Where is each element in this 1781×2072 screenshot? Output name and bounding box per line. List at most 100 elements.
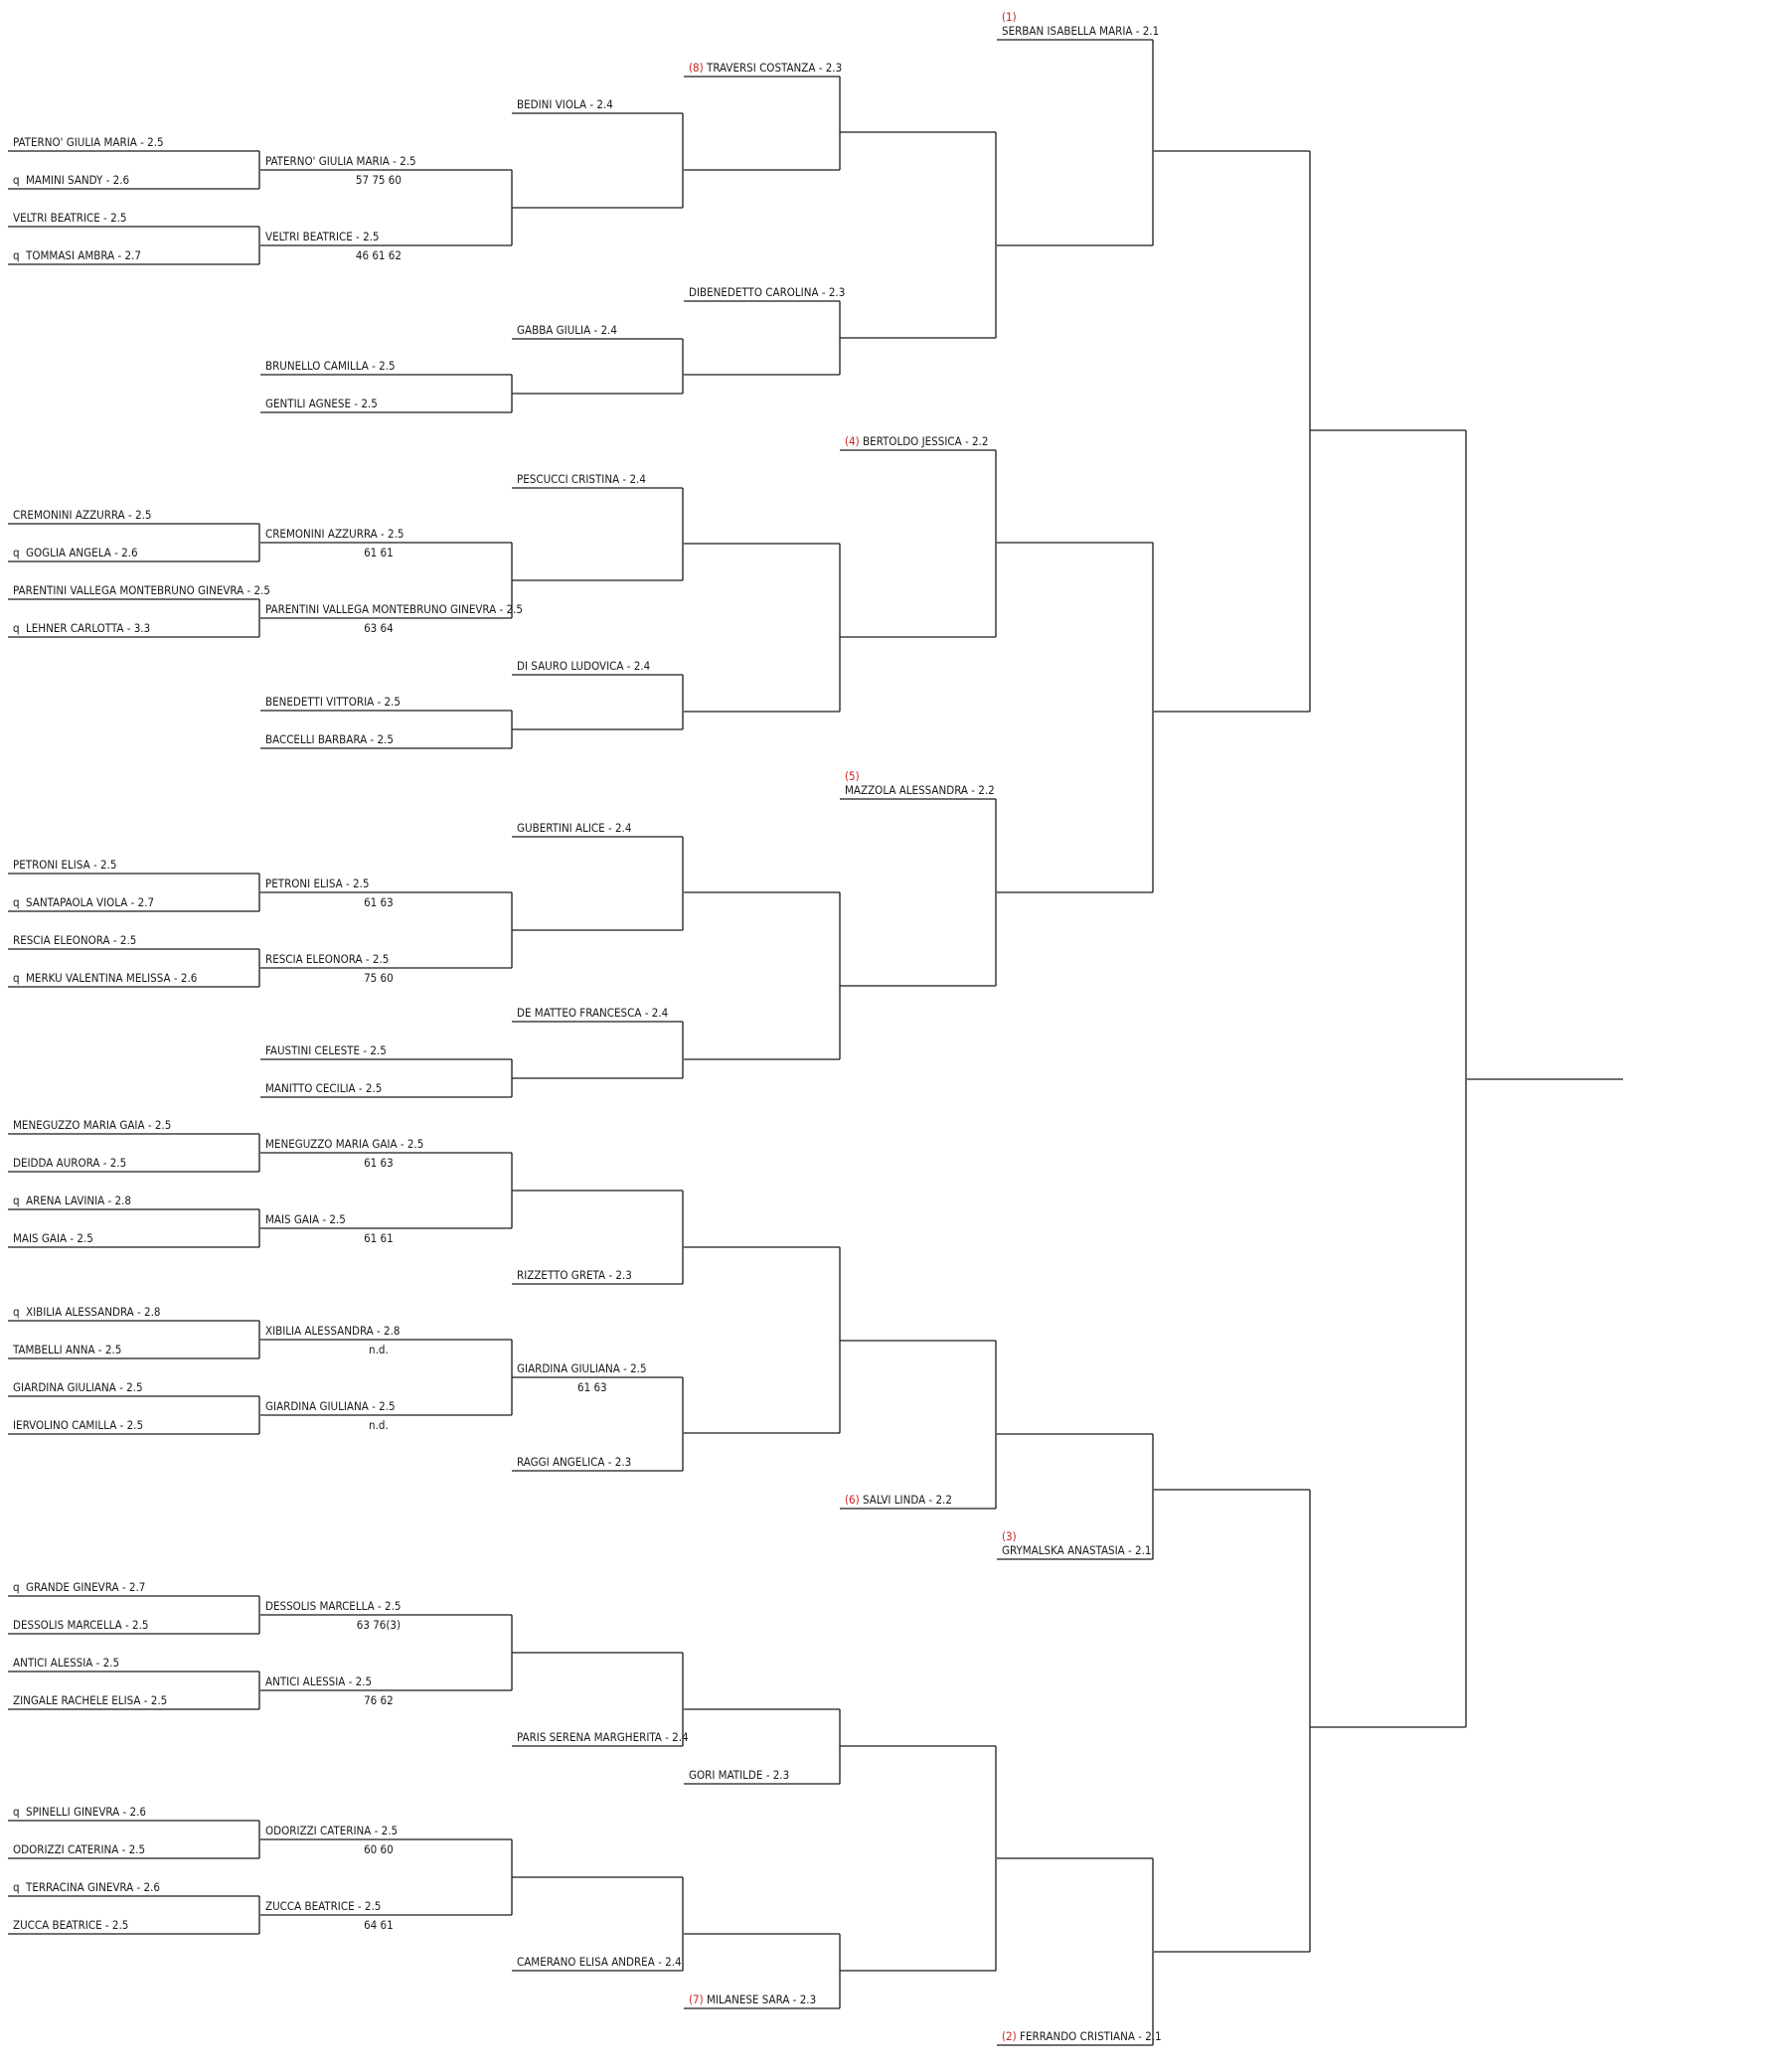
qualifier-mark: q: [13, 546, 20, 559]
player-name: MERKU VALENTINA MELISSA - 2.6: [26, 971, 197, 985]
player-name: SPINELLI GINEVRA - 2.6: [26, 1805, 146, 1819]
player-name: ODORIZZI CATERINA - 2.5: [265, 1824, 398, 1837]
player-name: TOMMASI AMBRA - 2.7: [25, 248, 141, 262]
qualifier-mark: q: [13, 248, 20, 262]
player-name: ODORIZZI CATERINA - 2.5: [13, 1842, 145, 1856]
seed-label: (4): [845, 434, 860, 448]
player-name: GORI MATILDE - 2.3: [689, 1768, 789, 1782]
player-name: BRUNELLO CAMILLA - 2.5: [265, 359, 396, 373]
player-name: VELTRI BEATRICE - 2.5: [265, 230, 380, 243]
player-name: BERTOLDO JESSICA - 2.2: [863, 434, 988, 448]
player-name: TAMBELLI ANNA - 2.5: [12, 1343, 121, 1356]
player-name: MAIS GAIA - 2.5: [13, 1231, 93, 1245]
qualifier-mark: q: [13, 1194, 20, 1207]
player-name: PESCUCCI CRISTINA - 2.4: [517, 472, 646, 486]
player-name: BEDINI VIOLA - 2.4: [517, 97, 613, 111]
player-name: MANITTO CECILIA - 2.5: [265, 1081, 382, 1095]
player-name: DIBENEDETTO CAROLINA - 2.3: [689, 285, 845, 299]
player-name: SANTAPAOLA VIOLA - 2.7: [26, 895, 154, 909]
player-name: DI SAURO LUDOVICA - 2.4: [517, 659, 650, 673]
match-score: 63 64: [364, 621, 394, 635]
player-name: XIBILIA ALESSANDRA - 2.8: [26, 1305, 161, 1319]
player-name: PATERNO' GIULIA MARIA - 2.5: [265, 154, 416, 168]
player-name: FAUSTINI CELESTE - 2.5: [265, 1043, 387, 1057]
player-name: GUBERTINI ALICE - 2.4: [517, 821, 631, 835]
player-name: DE MATTEO FRANCESCA - 2.4: [517, 1006, 668, 1020]
player-name: BENEDETTI VITTORIA - 2.5: [265, 695, 401, 709]
match-score: 76 62: [364, 1693, 394, 1707]
player-name: GRYMALSKA ANASTASIA - 2.1: [1002, 1543, 1151, 1557]
player-name: MENEGUZZO MARIA GAIA - 2.5: [13, 1118, 171, 1132]
player-name: ANTICI ALESSIA - 2.5: [13, 1656, 119, 1670]
player-name: PARENTINI VALLEGA MONTEBRUNO GINEVRA - 2…: [265, 602, 523, 616]
match-score: 57 75 60: [356, 173, 402, 187]
seed-label: (6): [845, 1493, 860, 1507]
qualifier-mark: q: [13, 173, 20, 187]
qualifier-mark: q: [13, 1805, 20, 1819]
match-score: 63 76(3): [357, 1618, 401, 1632]
match-score: 60 60: [364, 1842, 394, 1856]
player-name: LEHNER CARLOTTA - 3.3: [26, 621, 150, 635]
player-name: PETRONI ELISA - 2.5: [13, 858, 116, 872]
player-name: GIARDINA GIULIANA - 2.5: [13, 1380, 143, 1394]
seed-label: (2): [1002, 2029, 1017, 2043]
qualifier-mark: q: [13, 1580, 20, 1594]
player-name: SERBAN ISABELLA MARIA - 2.1: [1002, 24, 1159, 38]
match-score: n.d.: [369, 1343, 389, 1356]
qualifier-mark: q: [13, 1880, 20, 1894]
player-name: DESSOLIS MARCELLA - 2.5: [13, 1618, 148, 1632]
match-score: 61 61: [364, 1231, 394, 1245]
player-name: ARENA LAVINIA - 2.8: [26, 1194, 131, 1207]
player-name: RIZZETTO GRETA - 2.3: [517, 1268, 632, 1282]
player-name: BACCELLI BARBARA - 2.5: [265, 732, 394, 746]
match-score: 61 63: [364, 895, 394, 909]
qualifier-mark: q: [13, 895, 20, 909]
match-score: 64 61: [364, 1918, 394, 1932]
player-name: GOGLIA ANGELA - 2.6: [26, 546, 138, 559]
player-name: TRAVERSI COSTANZA - 2.3: [706, 61, 842, 75]
player-name: TERRACINA GINEVRA - 2.6: [25, 1880, 160, 1894]
player-name: MENEGUZZO MARIA GAIA - 2.5: [265, 1137, 423, 1151]
seed-label: (1): [1002, 10, 1017, 24]
player-name: CREMONINI AZZURRA - 2.5: [13, 508, 151, 522]
player-name: GIARDINA GIULIANA - 2.5: [517, 1361, 647, 1375]
player-name: PARIS SERENA MARGHERITA - 2.4: [517, 1730, 689, 1744]
player-name: FERRANDO CRISTIANA - 2.1: [1020, 2029, 1162, 2043]
player-name: VELTRI BEATRICE - 2.5: [13, 211, 127, 225]
seed-label: (7): [689, 1992, 704, 2006]
player-name: IERVOLINO CAMILLA - 2.5: [13, 1418, 143, 1432]
player-name: MAMINI SANDY - 2.6: [26, 173, 129, 187]
match-score: n.d.: [369, 1418, 389, 1432]
player-name: MAIS GAIA - 2.5: [265, 1212, 346, 1226]
player-name: CAMERANO ELISA ANDREA - 2.4: [517, 1955, 682, 1969]
player-name: RESCIA ELEONORA - 2.5: [265, 952, 389, 966]
player-name: SALVI LINDA - 2.2: [863, 1493, 952, 1507]
player-name: MILANESE SARA - 2.3: [707, 1992, 816, 2006]
player-name: GABBA GIULIA - 2.4: [517, 323, 617, 337]
player-name: CREMONINI AZZURRA - 2.5: [265, 527, 404, 541]
player-name: ZINGALE RACHELE ELISA - 2.5: [13, 1693, 167, 1707]
player-name: RAGGI ANGELICA - 2.3: [517, 1455, 631, 1469]
player-name: XIBILIA ALESSANDRA - 2.8: [265, 1324, 401, 1338]
player-name: DEIDDA AURORA - 2.5: [13, 1156, 126, 1170]
player-name: RESCIA ELEONORA - 2.5: [13, 933, 136, 947]
player-name: ANTICI ALESSIA - 2.5: [265, 1674, 372, 1688]
match-score: 46 61 62: [356, 248, 402, 262]
player-name: GIARDINA GIULIANA - 2.5: [265, 1399, 396, 1413]
match-score: 61 63: [577, 1380, 607, 1394]
seed-label: (5): [845, 769, 860, 783]
player-name: PATERNO' GIULIA MARIA - 2.5: [13, 135, 164, 149]
seed-label: (8): [689, 61, 704, 75]
match-score: 61 61: [364, 546, 394, 559]
player-name: ZUCCA BEATRICE - 2.5: [13, 1918, 128, 1932]
player-name: DESSOLIS MARCELLA - 2.5: [265, 1599, 401, 1613]
player-name: ZUCCA BEATRICE - 2.5: [265, 1899, 381, 1913]
match-score: 75 60: [364, 971, 394, 985]
qualifier-mark: q: [13, 1305, 20, 1319]
player-name: GENTILI AGNESE - 2.5: [265, 397, 378, 410]
player-name: GRANDE GINEVRA - 2.7: [26, 1580, 145, 1594]
qualifier-mark: q: [13, 971, 20, 985]
player-name: MAZZOLA ALESSANDRA - 2.2: [845, 783, 995, 797]
match-score: 61 63: [364, 1156, 394, 1170]
